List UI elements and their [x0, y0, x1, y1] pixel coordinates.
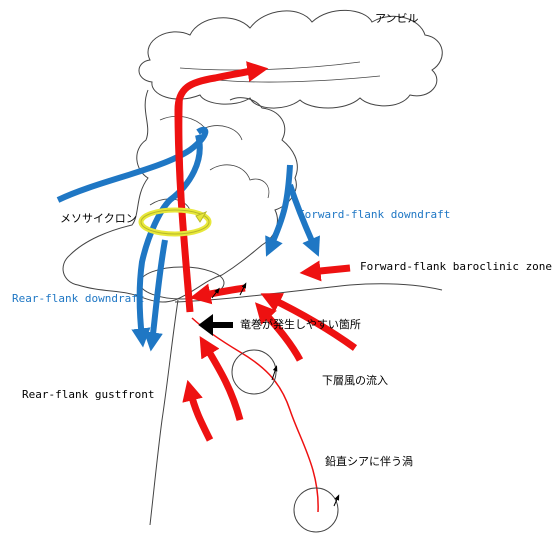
low-level-inflow-arrow [190, 390, 210, 440]
anvil-label: アンビル [375, 12, 419, 25]
forward-flank-baroclinic-zone-label: Forward-flank baroclinic zone [360, 260, 552, 273]
vertical-shear-vortex-label: 鉛直シアに伴う渦 [325, 455, 413, 468]
anvil-inner-line [180, 62, 360, 70]
rear-flank-downdraft-arrow [152, 240, 165, 342]
inflow-vortex-circle [232, 350, 276, 394]
baroclinic-inflow-arrow [310, 268, 350, 272]
tower-bulge-line [210, 165, 269, 198]
baroclinic-inflow-arrow [200, 288, 245, 296]
rear-flank-downdraft-label: Rear-flank downdraft [12, 292, 144, 305]
mesocyclone-ring-edge [141, 210, 209, 234]
low-level-inflow-label: 下層風の流入 [322, 374, 388, 387]
rear-flank-gustfront-label: Rear-flank gustfront [22, 388, 154, 401]
shear-vortex-circle [294, 488, 338, 532]
vortex-streamline [192, 318, 318, 512]
tornado-prone-area-label: 竜巻が発生しやすい箇所 [240, 318, 361, 331]
updraft-arrow [178, 70, 258, 312]
mesocyclone-label: メソサイクロン [60, 212, 137, 225]
tornado-pointer-arrow [200, 316, 232, 334]
forward-flank-downdraft-label: Forward-flank downdraft [298, 208, 450, 221]
forward-flank-downdraft-arrow [270, 165, 290, 248]
